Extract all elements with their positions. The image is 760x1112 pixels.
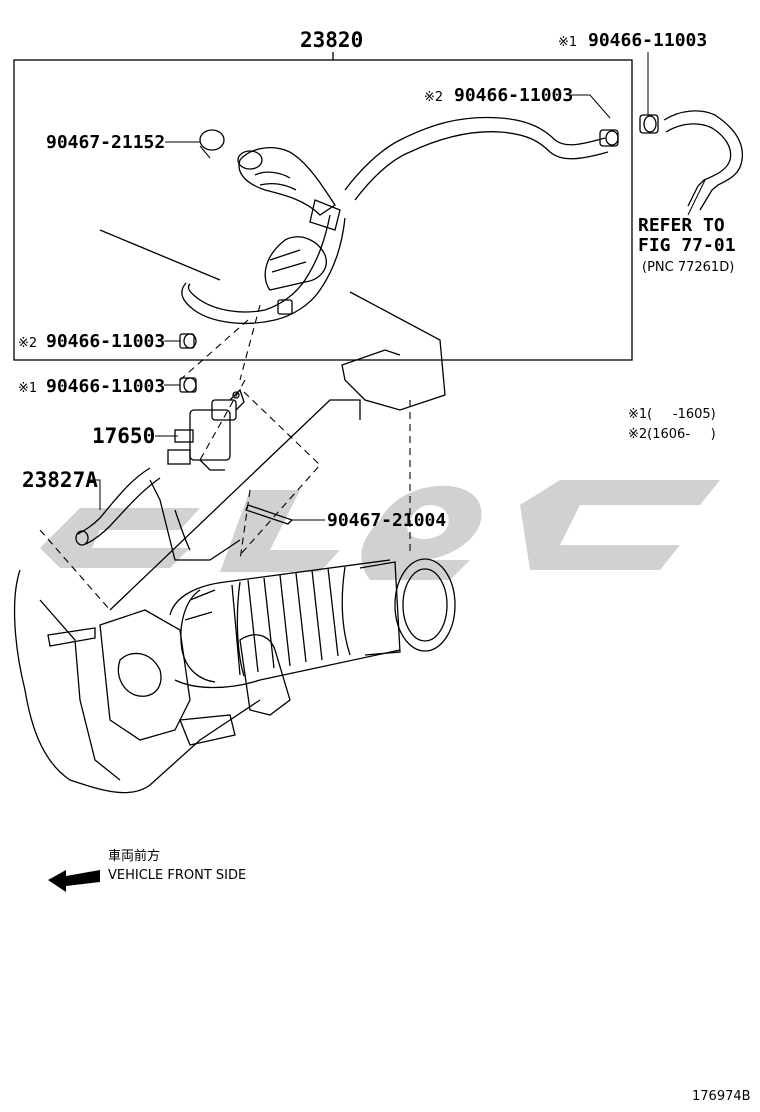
direction-en: VEHICLE FRONT SIDE — [108, 868, 246, 883]
refer-line2: FIG 77-01 — [638, 235, 736, 256]
watermark-logo — [40, 480, 720, 580]
label-p5: 90466-11003 — [46, 376, 165, 397]
front-arrow-icon — [48, 870, 100, 892]
mark-p4: ※2 — [18, 336, 37, 351]
clip-21004 — [245, 504, 325, 525]
label-p2: 90466-11003 — [454, 85, 573, 106]
dashed-leaders — [39, 304, 411, 611]
figure-id: 176974B — [692, 1089, 751, 1104]
label-p4: 90466-11003 — [46, 331, 165, 352]
assembly-box — [13, 59, 633, 361]
engine-outline — [13, 229, 446, 794]
label-p8: 90467-21004 — [327, 510, 446, 531]
direction-jp: 車両前方 — [108, 848, 160, 864]
label-p3: 90467-21152 — [46, 132, 165, 153]
vsv-valve — [167, 377, 245, 471]
external-hose — [639, 110, 743, 211]
refer-line1: REFER TO — [638, 215, 725, 236]
legend-note-1: ※1( -1605) — [628, 407, 716, 422]
label-leaders — [88, 52, 706, 510]
mark-p5: ※1 — [18, 381, 37, 396]
refer-line3: (PNC 77261D) — [642, 260, 734, 275]
label-p1: 90466-11003 — [588, 30, 707, 51]
label-p6: 17650 — [92, 424, 155, 448]
mark-p1: ※1 — [558, 35, 577, 50]
label-23820: 23820 — [300, 28, 363, 52]
intake-hose — [169, 558, 456, 689]
label-p7: 23827A — [22, 468, 98, 492]
hose-assembly — [179, 116, 619, 349]
mark-p2: ※2 — [424, 90, 443, 105]
hose-23827a — [75, 467, 161, 546]
legend-note-2: ※2(1606- ) — [628, 427, 716, 442]
